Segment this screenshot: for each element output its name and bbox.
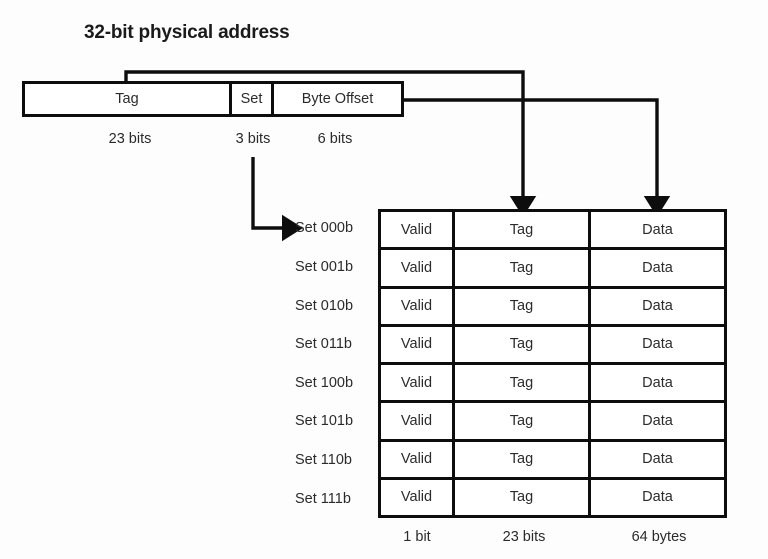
address-field-tag: Tag bbox=[25, 84, 232, 114]
cell-tag: Tag bbox=[455, 479, 591, 515]
cell-data: Data bbox=[642, 298, 673, 315]
cell-valid: Valid bbox=[381, 288, 455, 324]
cache-table: Valid Tag Data Valid Tag Data Valid Tag … bbox=[378, 209, 727, 518]
table-row: Valid Tag Data bbox=[381, 479, 724, 515]
cell-tag: Tag bbox=[455, 250, 591, 286]
set-label-101: Set 101b bbox=[295, 413, 354, 430]
table-row: Valid Tag Data bbox=[381, 326, 724, 365]
address-field-tag-width-label: 23 bits bbox=[108, 131, 152, 147]
set-label-100: Set 100b bbox=[295, 374, 354, 391]
cell-valid: Valid bbox=[381, 365, 455, 401]
address-field-set-width-label: 3 bits bbox=[235, 131, 271, 147]
table-row: Valid Tag Data bbox=[381, 441, 724, 480]
column-width-label-data: 64 bytes bbox=[631, 529, 687, 545]
set-label-000: Set 000b bbox=[295, 220, 354, 237]
set-label-010: Set 010b bbox=[295, 297, 354, 314]
set-label-111: Set 111b bbox=[295, 490, 351, 507]
address-field-byte-offset-width-label: 6 bits bbox=[317, 131, 353, 147]
column-width-label-valid: 1 bit bbox=[403, 529, 431, 545]
table-row: Valid Tag Data bbox=[381, 288, 724, 327]
set-index-labels: Set 000b Set 001b Set 010b Set 011b Set … bbox=[295, 209, 375, 518]
cell-tag: Tag bbox=[455, 441, 591, 477]
address-field-set: Set bbox=[232, 84, 274, 114]
table-row: Valid Tag Data bbox=[381, 250, 724, 289]
table-row: Valid Tag Data bbox=[381, 403, 724, 442]
table-row: Valid Tag Data bbox=[381, 365, 724, 404]
address-field-byte-offset: Byte Offset bbox=[301, 91, 374, 107]
page-title: 32-bit physical address bbox=[84, 22, 290, 43]
cell-data: Data bbox=[642, 489, 673, 506]
wire-set-to-set-index bbox=[251, 157, 303, 242]
cell-data: Data bbox=[642, 374, 673, 391]
physical-address-bar: Tag Set Byte Offset bbox=[22, 81, 404, 117]
cell-valid: Valid bbox=[381, 250, 455, 286]
cell-tag: Tag bbox=[455, 326, 591, 362]
cell-data: Data bbox=[642, 221, 673, 238]
cell-tag: Tag bbox=[455, 288, 591, 324]
set-label-001: Set 001b bbox=[295, 258, 354, 275]
cell-valid: Valid bbox=[381, 212, 455, 248]
wire-offset-to-data-column bbox=[404, 98, 671, 217]
cell-data: Data bbox=[642, 451, 673, 468]
set-label-110: Set 110b bbox=[295, 452, 352, 469]
column-width-label-tag: 23 bits bbox=[502, 529, 546, 545]
cell-valid: Valid bbox=[381, 403, 455, 439]
cell-tag: Tag bbox=[455, 212, 591, 248]
table-row: Valid Tag Data bbox=[381, 212, 724, 251]
cell-data: Data bbox=[642, 336, 673, 353]
cell-tag: Tag bbox=[455, 403, 591, 439]
cell-data: Data bbox=[642, 259, 673, 276]
set-label-011: Set 011b bbox=[295, 336, 352, 353]
cell-valid: Valid bbox=[381, 326, 455, 362]
cell-data: Data bbox=[642, 412, 673, 429]
cell-valid: Valid bbox=[381, 479, 455, 515]
cell-tag: Tag bbox=[455, 365, 591, 401]
cell-valid: Valid bbox=[381, 441, 455, 477]
